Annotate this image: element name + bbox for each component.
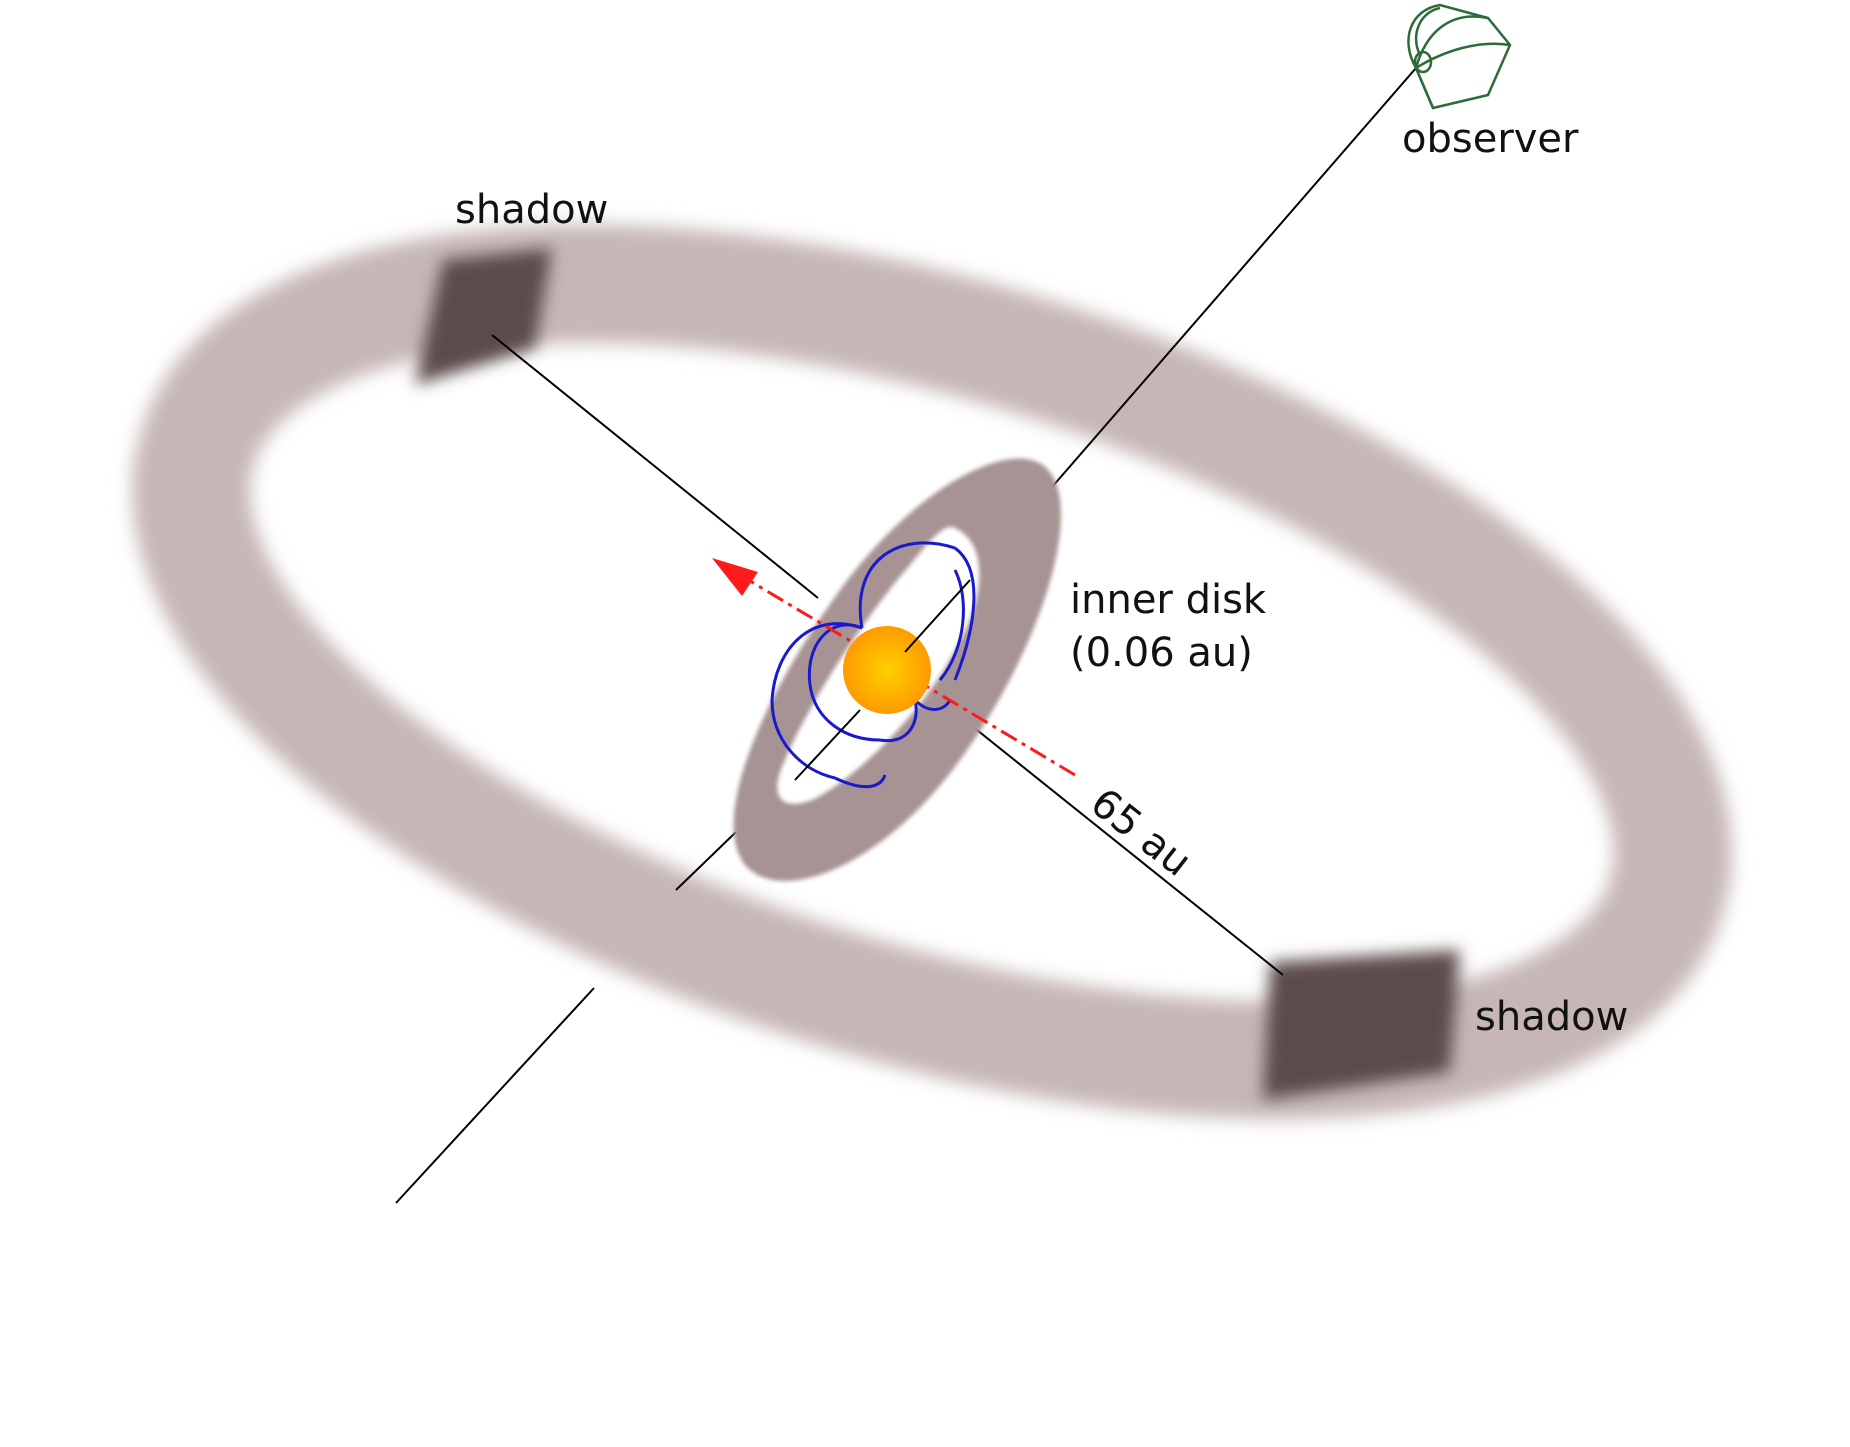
- observer-label: observer: [1402, 116, 1579, 162]
- distance-label: 65 au: [1082, 780, 1200, 886]
- line-of-sight: [395, 67, 1417, 1204]
- inner-disk: [733, 458, 1061, 881]
- spin-arrow-icon: [712, 558, 758, 596]
- shadow-bottom: [1263, 950, 1460, 1100]
- line-of-sight-front: [794, 579, 971, 781]
- shadow-top: [415, 248, 552, 385]
- shadow-axis: [491, 334, 1284, 976]
- inner-disk-label: inner disk: [1070, 577, 1267, 623]
- magnetic-field: [770, 541, 976, 789]
- inner-disk-size-label: (0.06 au): [1070, 630, 1253, 676]
- outer-disk: [132, 224, 1732, 1120]
- shadow-label-top: shadow: [455, 187, 608, 233]
- eye-icon: [1407, 3, 1512, 110]
- shadow-label-bottom: shadow: [1475, 994, 1628, 1040]
